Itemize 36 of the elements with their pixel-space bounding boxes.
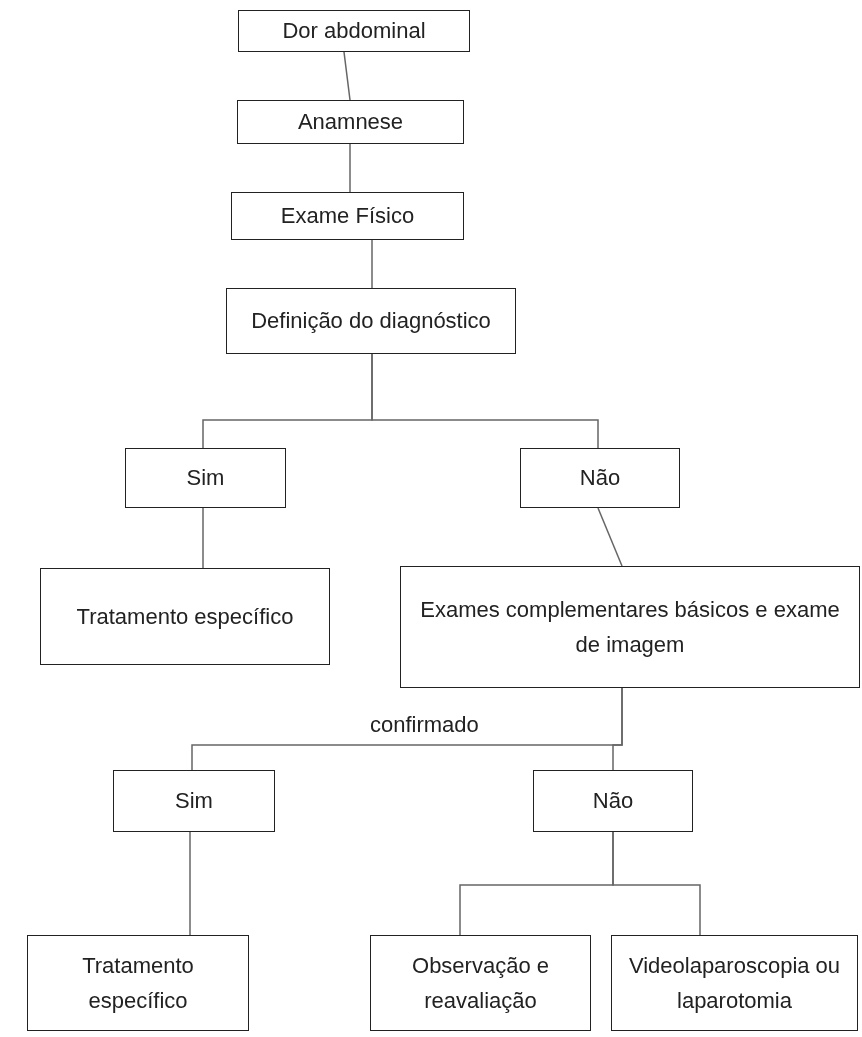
box-text: Exames complementares básicos e exame de imagem — [419, 595, 841, 659]
box-text: Videolaparoscopia ou laparotomia — [627, 951, 842, 1015]
connector-line — [343, 51, 351, 101]
branch-label: confirmado — [370, 712, 479, 738]
process-box — [40, 568, 330, 665]
box-text: Não — [578, 464, 622, 493]
process-box — [27, 935, 249, 1031]
connector-line — [597, 507, 623, 567]
connector-line — [189, 831, 191, 936]
process-box — [113, 770, 275, 832]
box-text: Dor abdominal — [281, 17, 427, 46]
box-text: Definição do diagnóstico — [250, 307, 492, 336]
box-text: Sim — [174, 787, 214, 816]
process-box — [125, 448, 286, 508]
box-text: Tratamento específico — [81, 951, 195, 1015]
box-text: Observação e reavaliação — [411, 951, 550, 1015]
process-box — [533, 770, 693, 832]
connector-line — [612, 831, 701, 936]
process-box — [238, 10, 470, 52]
process-box — [237, 100, 464, 144]
connector-line — [371, 239, 373, 289]
box-text: Sim — [185, 464, 226, 493]
process-box — [611, 935, 858, 1031]
box-text: Anamnese — [296, 108, 405, 137]
connector-line — [202, 507, 204, 569]
process-box — [231, 192, 464, 240]
process-box — [400, 566, 860, 688]
process-box — [370, 935, 591, 1031]
connector-line — [349, 143, 351, 193]
box-text: Exame Físico — [279, 202, 416, 231]
box-text: Tratamento específico — [75, 602, 295, 631]
process-box — [226, 288, 516, 354]
box-text: Não — [591, 787, 635, 816]
connector-line — [371, 353, 599, 449]
process-box — [520, 448, 680, 508]
connector-line — [612, 687, 623, 771]
